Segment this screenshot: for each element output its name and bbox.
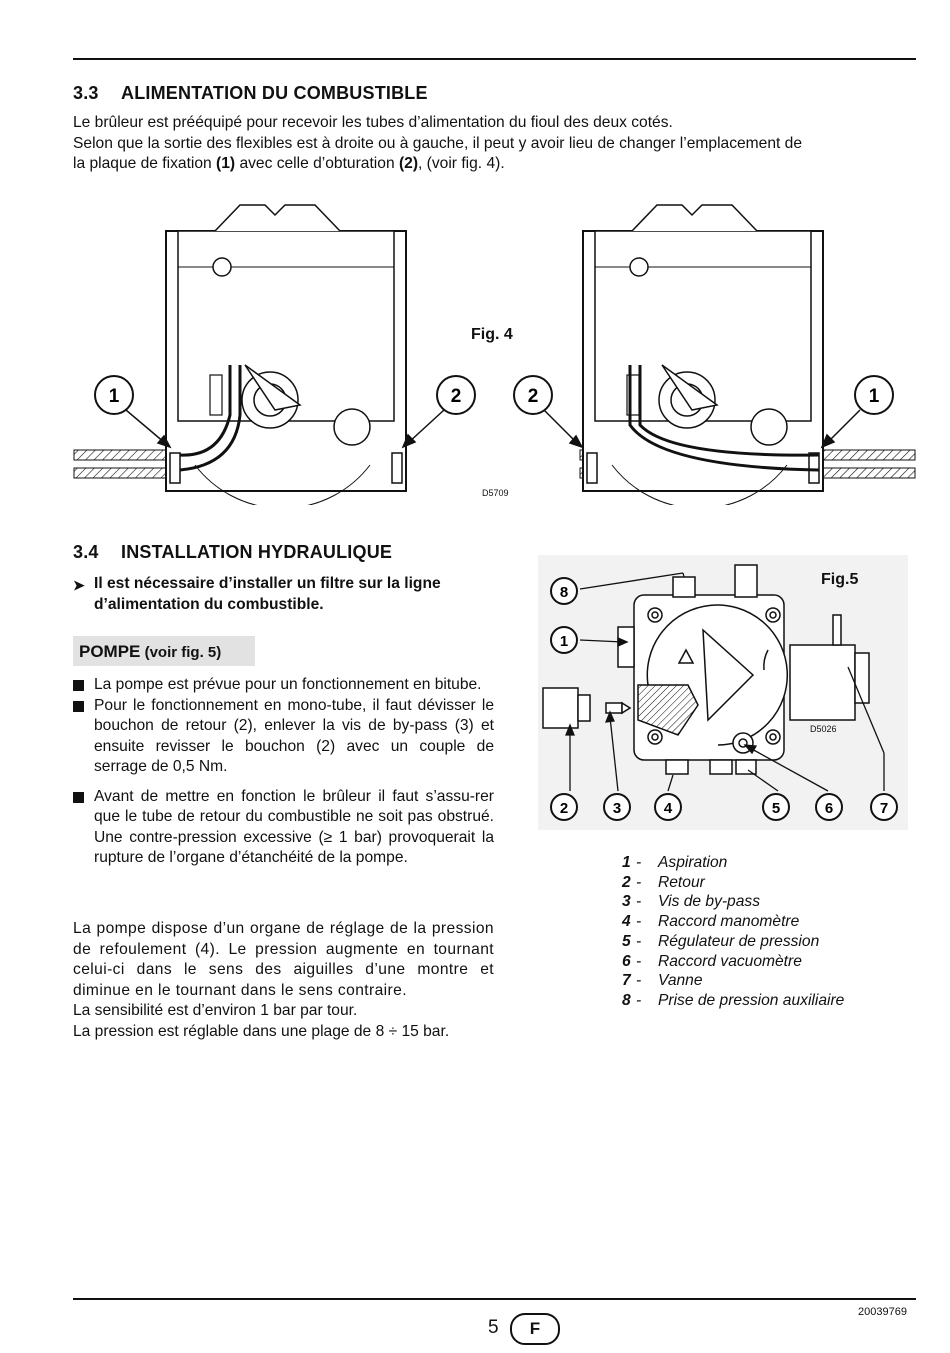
svg-text:2: 2 [451,386,462,407]
document-number: 20039769 [858,1306,907,1318]
legend-row: 7-Vanne [622,972,703,990]
callout-3: 3 [603,793,631,821]
list-item: Avant de mettre en fonction le brûleur i… [73,787,494,869]
callout-2: 2 [550,793,578,821]
figure-4-code: D5709 [482,488,509,498]
legend-row: 8-Prise de pression auxiliaire [622,991,845,1009]
pompe-description: La pompe dispose d’un organe de réglage … [73,920,494,1040]
svg-text:2: 2 [560,800,568,817]
figure-5-label: Fig.5 [821,571,859,588]
svg-text:5: 5 [772,800,780,817]
figure-4-callouts: 1 2 2 1 [94,375,894,415]
callout-6: 6 [815,793,843,821]
list-item: Pour le fonctionnement en mono-tube, il … [73,696,494,778]
svg-text:2: 2 [528,386,539,407]
legend-row: 2-Retour [622,873,705,891]
callout-2-left: 2 [436,375,476,415]
square-bullet-icon [73,680,84,691]
callout-8: 8 [550,577,578,605]
square-bullet-icon [73,791,84,803]
arrow-right-icon: ➤ [73,577,85,593]
legend-row: 5-Régulateur de pression [622,932,820,950]
callout-4: 4 [654,793,682,821]
figure-5-pump-diagram [538,555,908,830]
callout-1: 1 [550,626,578,654]
section-3-3-body: Le brûleur est prééquipé pour recevoir l… [73,114,803,172]
figure-4-burner-diagram [73,204,916,505]
legend-row: 3-Vis de by-pass [622,893,760,911]
page-number: 5 [488,1317,499,1338]
language-badge: F [510,1313,560,1345]
svg-text:1: 1 [869,386,880,407]
filter-warning: ➤ Il est nécessaire d’installer un filtr… [73,575,441,613]
top-rule [73,58,916,60]
figure-5-callouts: 8 1 2 3 4 5 6 7 [550,577,898,821]
burner-left [165,204,407,505]
svg-text:3: 3 [613,800,621,817]
burner-right [582,204,824,505]
bottom-rule [73,1298,916,1300]
svg-text:7: 7 [880,800,888,817]
svg-text:6: 6 [825,800,833,817]
callout-7: 7 [870,793,898,821]
callout-1-left: 1 [94,375,134,415]
callout-2-right: 2 [513,375,553,415]
callout-1-right: 1 [854,375,894,415]
svg-text:1: 1 [109,386,120,407]
svg-text:1: 1 [560,633,568,650]
pompe-heading: POMPE (voir fig. 5) [73,636,255,666]
list-item: La pompe est prévue pour un fonctionneme… [73,675,494,696]
legend-row: 4-Raccord manomètre [622,913,800,931]
svg-text:4: 4 [664,800,673,817]
pompe-bullet-list: La pompe est prévue pour un fonctionneme… [73,675,494,878]
legend-row: 1-Aspiration [622,854,728,871]
svg-text:8: 8 [560,584,568,601]
square-bullet-icon [73,700,84,712]
legend-row: 6-Raccord vacuomètre [622,952,802,970]
figure-4-label: Fig. 4 [471,326,513,343]
figure-5-legend: 1-Aspiration 2-Retour 3-Vis de by-pass 4… [622,853,844,1011]
callout-5: 5 [762,793,790,821]
figure-5-code: D5026 [810,724,837,734]
